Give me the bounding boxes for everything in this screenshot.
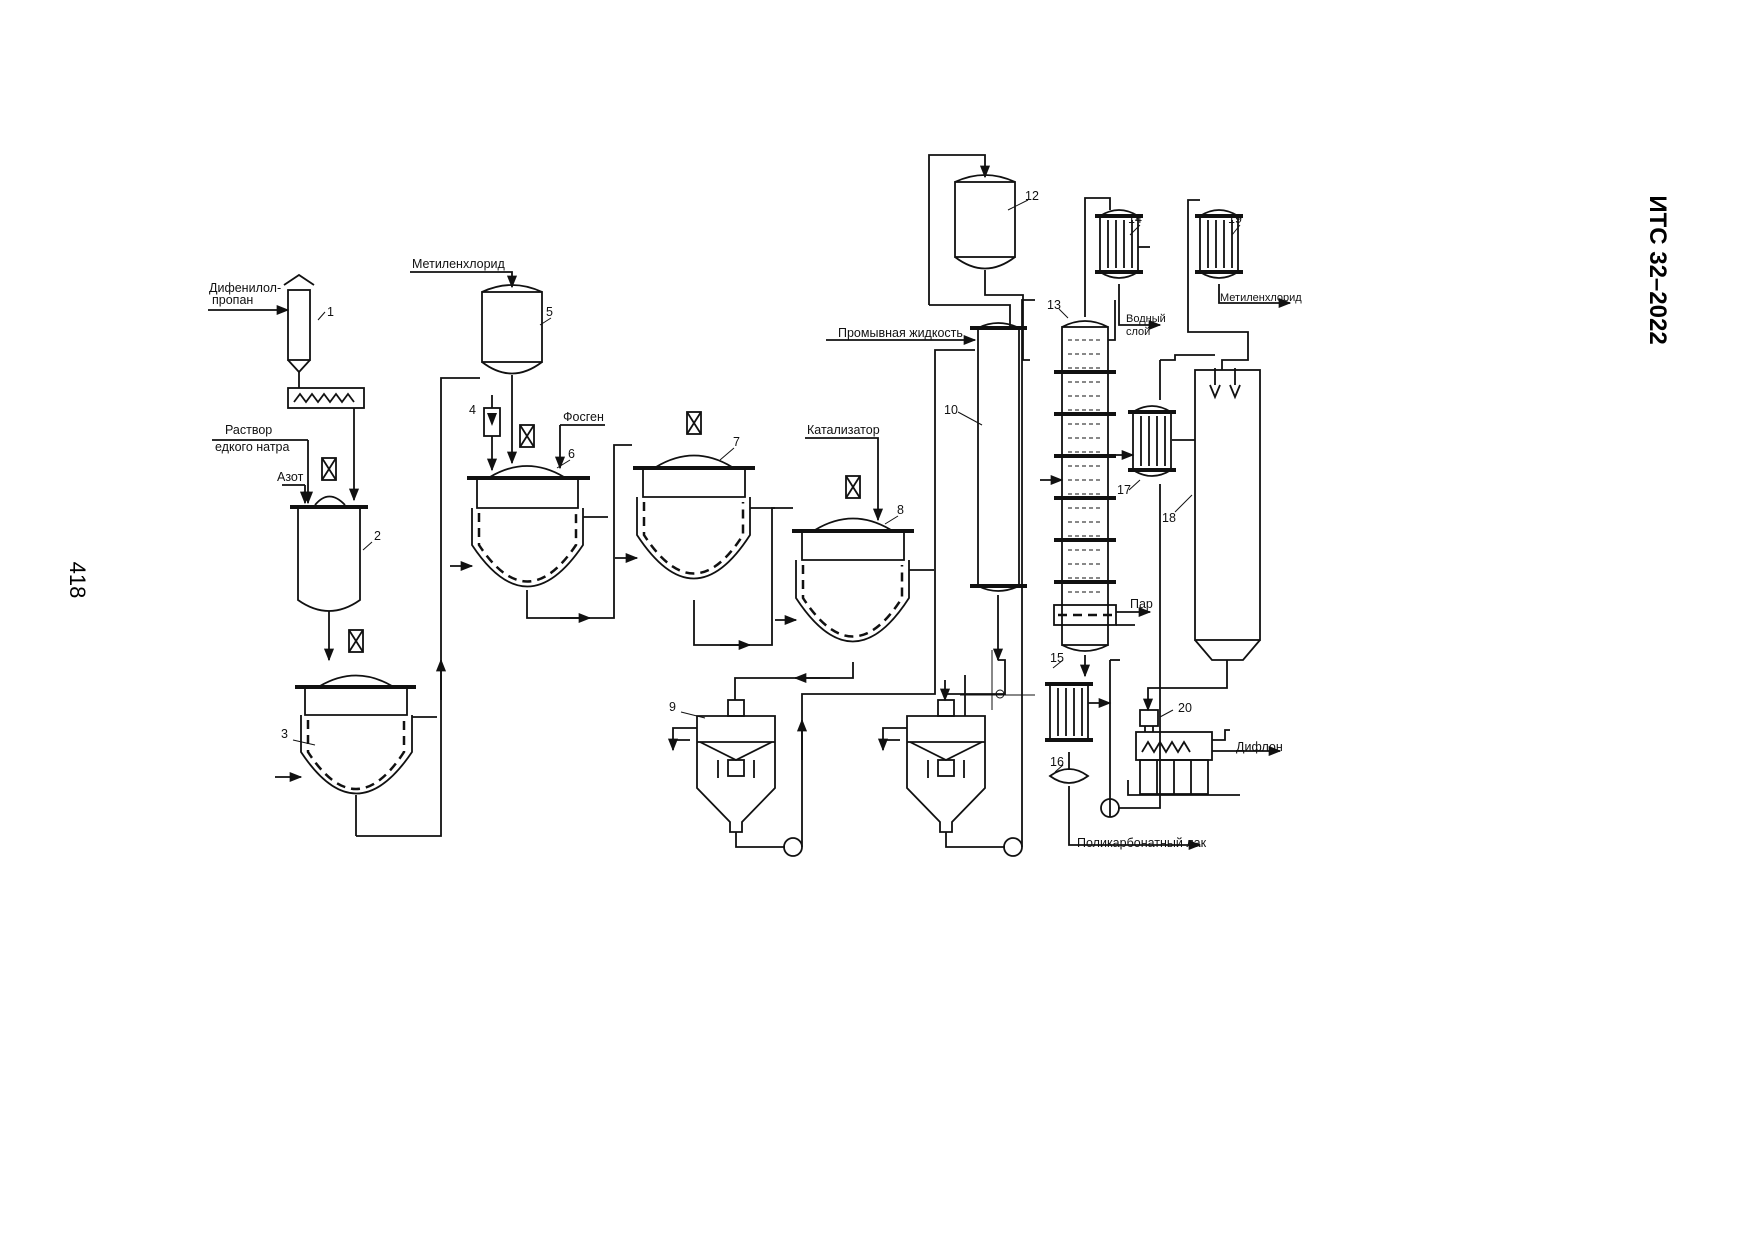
number-2: 2 — [374, 529, 381, 543]
number-3: 3 — [281, 727, 288, 741]
heater-17 — [1128, 405, 1176, 477]
pump-9 — [783, 837, 803, 857]
number-4: 4 — [469, 403, 476, 417]
distillation-column-13 — [1053, 320, 1117, 652]
label-polycarbonate-lacquer: Поликарбонатный лак — [1077, 836, 1207, 850]
number-18: 18 — [1162, 511, 1176, 525]
stream-labels: Дифенилол- пропан Раствор едкого натра А… — [209, 257, 1302, 850]
label-wash-liquid: Промывная жидкость — [838, 326, 963, 340]
number-8: 8 — [897, 503, 904, 517]
number-17: 17 — [1117, 483, 1131, 497]
label-diflon: Дифлон — [1236, 740, 1283, 754]
label-steam: Пар — [1130, 597, 1153, 611]
number-10: 10 — [944, 403, 958, 417]
label-naoh-2: едкого натра — [215, 440, 289, 454]
reactor-3 — [295, 629, 416, 836]
heat-exchanger-15 — [1045, 682, 1093, 742]
reactor-7 — [633, 411, 755, 580]
label-bisphenol-2: пропан — [212, 293, 253, 307]
flowmeter-4 — [483, 407, 501, 437]
label-phosgene: Фосген — [563, 410, 604, 424]
reactor-8 — [792, 475, 914, 643]
reactor-6 — [467, 424, 590, 588]
reboiler-13 — [1053, 604, 1117, 626]
number-15: 15 — [1050, 651, 1064, 665]
number-14: 14 — [1128, 212, 1142, 226]
number-7: 7 — [733, 435, 740, 449]
label-nitrogen: Азот — [277, 470, 304, 484]
spray-dryer-18 — [1194, 368, 1261, 661]
label-catalyst: Катализатор — [807, 423, 880, 437]
pump-10 — [1003, 837, 1023, 857]
filter-16 — [1048, 768, 1090, 784]
tank-5 — [481, 284, 543, 375]
label-water-1: Водный — [1126, 313, 1166, 325]
wash-column-10 — [970, 322, 1027, 592]
tank-12 — [954, 174, 1016, 270]
equipment-numbers: 1 2 3 4 5 6 7 8 9 10 12 13 14 15 16 17 1… — [281, 189, 1242, 769]
leader-lines — [292, 199, 1241, 773]
agitator-drive-2 — [321, 457, 337, 481]
condenser-14 — [1095, 209, 1143, 279]
number-12: 12 — [1025, 189, 1039, 203]
number-19: 19 — [1228, 212, 1242, 226]
number-16: 16 — [1050, 755, 1064, 769]
number-6: 6 — [568, 447, 575, 461]
screw-feeder-1 — [287, 387, 365, 409]
number-20: 20 — [1178, 701, 1192, 715]
separator-9 — [696, 699, 776, 833]
number-1: 1 — [327, 305, 334, 319]
label-naoh-1: Раствор — [225, 423, 272, 437]
dissolver-2 — [290, 457, 368, 662]
bunker-1 — [283, 273, 365, 409]
number-13: 13 — [1047, 298, 1061, 312]
separator-2-10 — [906, 699, 986, 833]
number-5: 5 — [546, 305, 553, 319]
extruder-20 — [1127, 709, 1240, 796]
condenser-19 — [1195, 209, 1243, 279]
number-9: 9 — [669, 700, 676, 714]
label-bisphenol-1: Дифенилол- — [209, 281, 281, 295]
label-water-2: слой — [1126, 326, 1150, 338]
label-methylene-chloride-out: Метиленхлорид — [1220, 292, 1302, 304]
label-methylene-chloride: Метиленхлорид — [412, 257, 506, 271]
